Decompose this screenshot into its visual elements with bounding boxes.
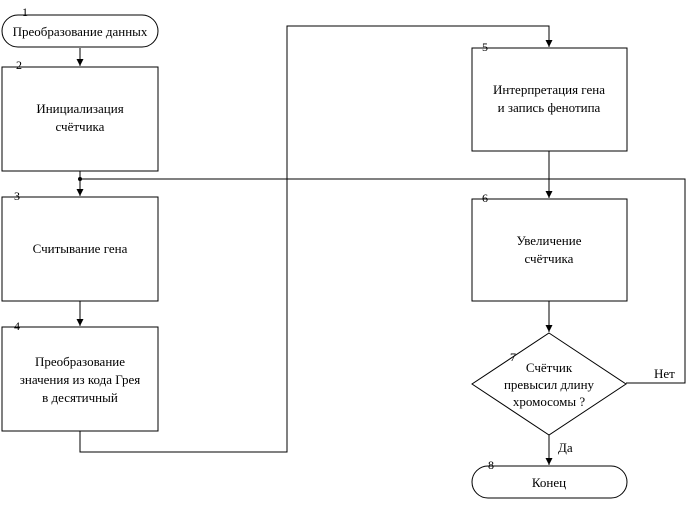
node-label-line-1: Интерпретация гена [493, 82, 605, 97]
node-label-line-2: и запись фенотипа [498, 100, 601, 115]
node-label-line-1: Инициализация [36, 101, 123, 116]
node-number: 7 [510, 350, 516, 364]
node-number: 4 [14, 319, 20, 333]
node-label-line-1: Считывание гена [33, 241, 128, 256]
node-5: 5 Интерпретация гена и запись фенотипа [471, 40, 628, 152]
node-label-line-2: значения из кода Грея [20, 372, 141, 387]
node-2: 2 Инициализация счётчика [1, 58, 159, 172]
node-label: Конец [532, 475, 566, 490]
edge-label-yes: Да [558, 440, 573, 455]
process-shape [1, 326, 159, 432]
node-label-line-1: Счётчик [526, 360, 573, 375]
connectors [76, 25, 686, 465]
node-7: 7 Счётчик превысил длину хромосомы ? [471, 332, 627, 436]
process-shape [1, 66, 159, 172]
terminator-shape [471, 465, 628, 499]
node-label-line-1: Преобразование [35, 354, 125, 369]
edge-label-no: Нет [654, 366, 675, 381]
process-shape [471, 198, 628, 302]
node-number: 3 [14, 189, 20, 203]
node-8: 8 Конец [471, 458, 628, 499]
decision-shape [471, 332, 627, 436]
node-label-line-2: превысил длину [504, 377, 595, 392]
node-label-line-1: Увеличение [516, 233, 581, 248]
junction-dot [78, 177, 82, 181]
node-4: 4 Преобразование значения из кода Грея в… [1, 319, 159, 432]
node-label-line-2: счётчика [525, 251, 574, 266]
process-shape [1, 196, 159, 302]
node-label-line-3: в десятичный [42, 390, 118, 405]
edge-7-3-loop [80, 178, 686, 384]
node-label-line-2: счётчика [56, 119, 105, 134]
node-3: 3 Считывание гена [1, 189, 159, 302]
node-number: 5 [482, 40, 488, 54]
edge-4-5 [79, 25, 553, 453]
node-number: 8 [488, 458, 494, 472]
node-1: 1 Преобразование данных [1, 5, 159, 48]
node-label: Преобразование данных [13, 24, 148, 39]
node-6: 6 Увеличение счётчика [471, 191, 628, 302]
node-number: 6 [482, 191, 488, 205]
terminator-shape [1, 14, 159, 48]
process-shape [471, 47, 628, 152]
node-label-line-3: хромосомы ? [513, 394, 586, 409]
node-number: 2 [16, 58, 22, 72]
node-number: 1 [22, 5, 28, 19]
